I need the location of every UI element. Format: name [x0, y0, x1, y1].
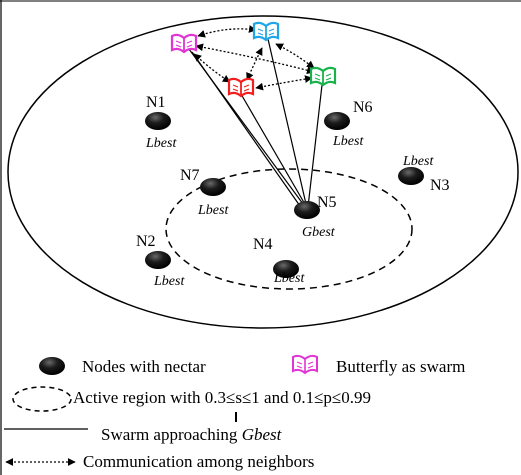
comm-arrow-red-green: [255, 75, 313, 91]
legend-nodes-label: Nodes with nectar: [82, 357, 206, 376]
node-n4-label: N4: [253, 236, 273, 253]
active-region-ellipse: [165, 168, 413, 290]
legend-butterfly-label: Butterfly as swarm: [336, 357, 465, 376]
butterfly-red: [227, 77, 255, 98]
legend-active-region-label: Active region with 0.3≤s≤1 and 0.1≤p≤0.9…: [73, 388, 371, 407]
comm-arrow-magenta-green: [195, 43, 315, 75]
node-n5-best: Gbest: [302, 225, 336, 240]
node-n2-best: Lbest: [153, 274, 185, 289]
comm-arrow-magenta-red: [193, 53, 231, 83]
node-n2: N2 Lbest: [136, 233, 185, 289]
node-n7-best: Lbest: [197, 203, 229, 218]
node-n3-best: Lbest: [402, 154, 434, 169]
node-n6: N6 Lbest: [324, 99, 373, 149]
comm-arrow-magenta-cyan: [197, 25, 257, 38]
node-n1-best: Lbest: [145, 136, 177, 151]
butterfly-cyan: [252, 21, 280, 42]
swarm-line-green: [307, 84, 323, 208]
comm-arrow-cyan-red: [246, 47, 263, 81]
legend-swarm-label: Swarm approaching Gbest: [101, 425, 283, 444]
node-n4-best: Lbest: [273, 271, 305, 286]
communication-arrows: [193, 25, 315, 91]
node-n6-best: Lbest: [332, 134, 364, 149]
comm-arrow-cyan-green: [275, 43, 315, 69]
legend-node-icon: [39, 357, 65, 375]
node-n6-label: N6: [353, 99, 373, 116]
node-n1-label: N1: [146, 94, 166, 111]
swarm-line-cyan: [267, 38, 307, 205]
butterfly-magenta: [170, 33, 198, 54]
node-n7-label: N7: [180, 167, 200, 184]
legend-communication-label: Communication among neighbors: [83, 452, 314, 471]
legend-active-region-icon: [12, 386, 72, 412]
butterfly-green: [309, 66, 337, 87]
swarm-line-red: [240, 93, 307, 207]
search-space-ellipse: [7, 15, 519, 329]
node-n5: N5 Gbest: [294, 194, 337, 240]
node-n5-label: N5: [317, 194, 337, 211]
legend-butterfly-icon: [292, 354, 318, 375]
node-n2-label: N2: [136, 233, 156, 250]
node-n4: N4 Lbest: [253, 236, 305, 286]
node-n7: N7 Lbest: [180, 167, 229, 218]
legend: Nodes with nectar Butterfly as swarm Act…: [4, 354, 465, 471]
node-n1: N1 Lbest: [145, 94, 177, 151]
node-n3-label: N3: [430, 177, 450, 194]
node-n3: N3 Lbest: [398, 154, 450, 194]
